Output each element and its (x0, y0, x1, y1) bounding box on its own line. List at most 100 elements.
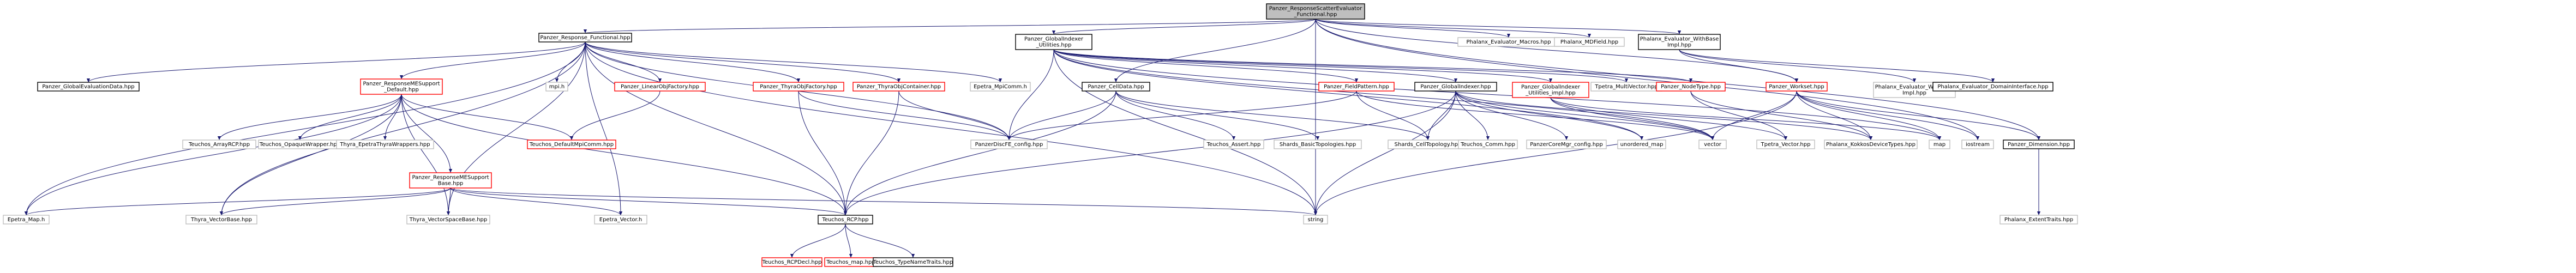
edge-arrow (1115, 90, 1236, 141)
node-box (1756, 139, 1815, 149)
node-respfunc[interactable]: Panzer_Response_Functional.hpp (538, 33, 632, 43)
node-label: Shards_BasicTopologies.hpp (1280, 142, 1356, 148)
node-root[interactable]: Panzer_ResponseScatterEvaluator_Function… (1266, 3, 1365, 20)
node-thyraobjfac[interactable]: Panzer_ThyraObjFactory.hpp (753, 82, 844, 92)
edge-arrow (585, 41, 848, 216)
edge-workset-to-phx_kokkos (1796, 90, 1873, 141)
node-thyra_epetra: Thyra_EpetraThyraWrappers.hpp (336, 139, 434, 149)
node-thyraobjcont[interactable]: Panzer_ThyraObjContainer.hpp (852, 82, 945, 92)
node-epetra_mpicomm: Epetra_MpiComm.h (970, 82, 1031, 92)
edge-respfunc-to-thyra_vsb (446, 41, 586, 216)
edge-arrow (584, 19, 1316, 34)
node-phx_domainiface[interactable]: Phalanx_Evaluator_DomainInterface.hpp (1932, 82, 2053, 92)
node-label: vector (1704, 142, 1722, 148)
node-box (1932, 82, 2053, 92)
edge-arrow (1796, 90, 1980, 141)
node-label: string (1308, 217, 1324, 223)
node-globidx[interactable]: Panzer_GlobalIndexer.hpp (1414, 82, 1497, 92)
edge-globidx_util-to-unordered_map (1053, 49, 1644, 141)
node-label: Phalanx_MDField.hpp (1560, 39, 1618, 45)
node-label: Panzer_Dimension.hpp (2008, 142, 2070, 148)
edge-arrow (450, 187, 623, 216)
node-box (1617, 139, 1666, 149)
node-teuchos_rcp[interactable]: Teuchos_RCP.hpp (818, 215, 873, 225)
node-label: Teuchos_RCP.hpp (821, 217, 868, 223)
edge-arrow (219, 41, 586, 216)
edge-arrow (1315, 19, 2041, 141)
edge-arrow (585, 41, 623, 216)
node-nodetype[interactable]: Panzer_NodeType.hpp (1656, 82, 1726, 92)
edge-respme_def-to-arrayrcp (217, 94, 402, 141)
node-iostream: iostream (1961, 139, 1994, 149)
node-globidx_util_impl[interactable]: Panzer_GlobalIndexer_Utilities_impl.hpp (1512, 82, 1589, 98)
node-respme_def[interactable]: Panzer_ResponseMESupport_Default.hpp (360, 78, 443, 95)
edge-arrow (446, 187, 451, 216)
edge-arrow (401, 94, 453, 173)
edge-arrow (1679, 49, 1917, 83)
edge-thyraobjcont-to-panzer_config (898, 90, 1011, 141)
node-label: Phalanx_Evaluator_WithBase (1875, 84, 1954, 90)
node-box (360, 78, 443, 95)
node-box (1414, 82, 1497, 92)
node-globidx_util[interactable]: Panzer_GlobalIndexer_Utilities.hpp (1015, 34, 1092, 50)
edge-respme_base-to-thyra_vsb (446, 187, 451, 216)
edge-respfunc-to-epetra_vector (585, 41, 623, 216)
node-typenametraits[interactable]: Teuchos_TypeNameTraits.hpp (873, 257, 953, 267)
edge-arrow (1796, 90, 1873, 141)
edge-fieldpattern-to-shards_cell (1356, 90, 1430, 141)
edge-respfunc-to-epetra_map (24, 41, 586, 216)
node-label: Panzer_CellData.hpp (1088, 84, 1144, 90)
edge-globidx-to-vector (1455, 90, 1715, 141)
node-box (761, 257, 822, 267)
node-globevaldata[interactable]: Panzer_GlobalEvaluationData.hpp (37, 82, 140, 92)
node-box (37, 82, 140, 92)
node-box (1961, 139, 1994, 149)
edge-arrow (401, 94, 574, 141)
node-label: Phalanx_Evaluator_Macros.hpp (1466, 39, 1551, 45)
node-label: Panzer_ThyraObjContainer.hpp (857, 84, 941, 90)
edge-arrow (1796, 90, 2041, 141)
node-label: Teuchos_Assert.hpp (1206, 142, 1261, 148)
node-label: Teuchos_DefaultMpiComm.hpp (529, 142, 614, 148)
edge-respme_def-to-teuchos_rcp (401, 94, 848, 216)
node-linobj[interactable]: Panzer_LinearObjFactory.hpp (614, 82, 706, 92)
node-shards_cell: Shards_CellTopology.hpp (1388, 139, 1468, 149)
node-label: Thyra_EpetraThyraWrappers.hpp (339, 142, 430, 148)
node-celldata[interactable]: Panzer_CellData.hpp (1082, 82, 1150, 92)
edge-root-to-respfunc (584, 19, 1316, 34)
node-dimension[interactable]: Panzer_Dimension.hpp (2003, 139, 2075, 149)
node-label: Panzer_GlobalIndexer (1521, 84, 1581, 90)
node-label: Shards_CellTopology.hpp (1395, 142, 1462, 148)
node-teuchos_assert: Teuchos_Assert.hpp (1203, 139, 1264, 149)
node-epetra_vector: Epetra_Vector.h (594, 215, 647, 225)
node-box (1698, 139, 1727, 149)
node-default_mpi[interactable]: Teuchos_DefaultMpiComm.hpp (527, 139, 616, 149)
node-fieldpattern[interactable]: Panzer_FieldPattern.hpp (1318, 82, 1395, 92)
edge-arrow (1679, 49, 1799, 83)
header-nodes: Panzer_ResponseScatterEvaluator_Function… (3, 3, 2078, 267)
edge-arrow (1114, 19, 1316, 83)
node-label: Panzer_ResponseMESupport (363, 81, 440, 87)
node-box (1929, 139, 1950, 149)
node-rcpdecl[interactable]: Teuchos_RCPDecl.hpp (761, 257, 822, 267)
node-map: map (1929, 139, 1950, 149)
node-box (1303, 215, 1328, 225)
edge-globidx-to-phx_kokkos (1455, 90, 1873, 141)
node-workset[interactable]: Panzer_Workset.hpp (1766, 82, 1828, 92)
node-box (538, 33, 632, 43)
edge-globidx_util-to-globidx_util_impl (1053, 49, 1552, 83)
edge-celldata-to-shards_basic (1115, 90, 1320, 141)
edge-globidx_util-to-globidx (1053, 49, 1458, 83)
node-label: Panzer_GlobalIndexer.hpp (1420, 84, 1491, 90)
edge-arrow (898, 90, 1011, 141)
edge-arrow (1426, 90, 1456, 141)
edge-arrow (1679, 49, 1995, 83)
edge-nodetype-to-phx_kokkos (1690, 90, 1873, 141)
edge-globidx-to-shards_cell (1426, 90, 1456, 141)
node-teuchos_map[interactable]: Teuchos_map.hpp (824, 257, 878, 267)
edge-arrow (1455, 90, 1569, 141)
node-thyra_vb: Thyra_VectorBase.hpp (185, 215, 257, 225)
